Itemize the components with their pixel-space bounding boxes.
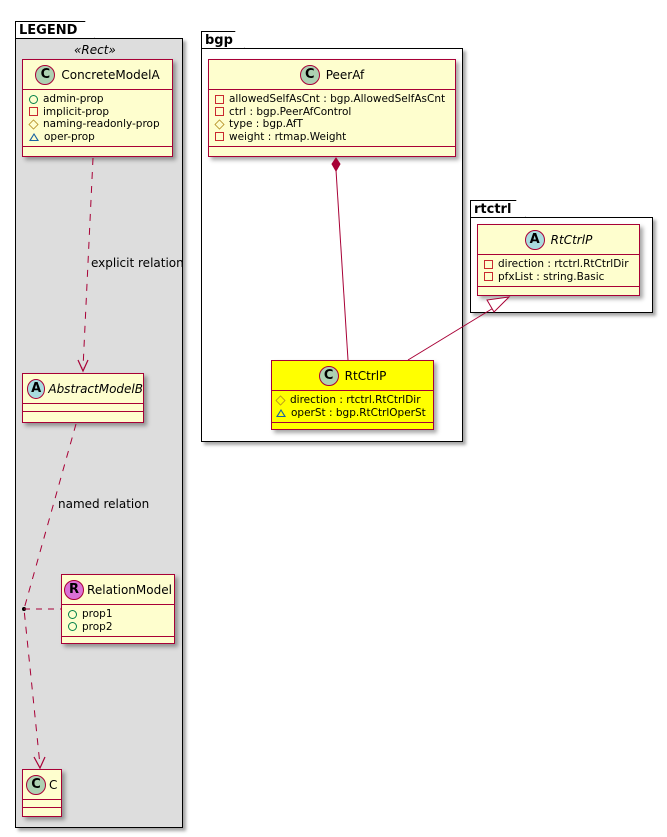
class-c-icon: C (299, 64, 320, 85)
public-icon (29, 94, 38, 104)
composition-line (335, 169, 349, 361)
attribute: direction : rtctrl.RtCtrlDir (275, 394, 427, 407)
attribute: weight : rtmap.Weight (215, 131, 449, 144)
public-icon (68, 622, 77, 632)
attribute-list: direction : rtctrl.RtCtrlDir pfxList : s… (478, 255, 639, 287)
legend-stereotype: «Rect» (74, 43, 116, 57)
class-name: ConcreteModelA (61, 67, 160, 82)
explicit-relation-label: explicit relation (91, 256, 184, 270)
class-header: A AbstractModelB (23, 374, 143, 404)
public-icon (68, 609, 77, 619)
class-name: PeerAf (325, 67, 365, 82)
attribute: operSt : bgp.RtCtrlOperSt (276, 407, 427, 420)
class-c-icon: C (35, 64, 56, 85)
attribute-list: prop1 prop2 (62, 605, 174, 637)
attribute-list (23, 800, 61, 808)
class-name: C (49, 777, 58, 792)
private-icon (484, 259, 493, 269)
private-icon (29, 107, 38, 117)
class-header: A RtCtrlP (478, 225, 639, 255)
bgp-package-tab: bgp (201, 31, 245, 49)
attribute: allowedSelfAsCnt : bgp.AllowedSelfAsCnt (215, 93, 449, 106)
attribute: oper-prop (29, 131, 166, 144)
private-icon (215, 132, 224, 142)
class-c-icon: C (26, 774, 46, 795)
arrowhead-icon (33, 756, 46, 770)
attribute: prop1 (68, 608, 168, 621)
attribute-list (23, 404, 143, 412)
inheritance-triangle-icon (486, 296, 511, 313)
attribute: implicit-prop (29, 106, 166, 119)
class-peeraf[interactable]: C PeerAf allowedSelfAsCnt : bgp.AllowedS… (208, 59, 456, 157)
private-icon (215, 107, 224, 117)
class-bgp-rtctrlp[interactable]: C RtCtrlP direction : rtctrl.RtCtrlDir o… (271, 360, 434, 430)
legend-package-tab: LEGEND (15, 21, 95, 39)
package-icon (29, 132, 39, 141)
abstract-a-icon: A (27, 378, 46, 399)
class-header: C PeerAf (209, 60, 455, 90)
named-relation-label: named relation (58, 497, 150, 511)
attribute-list: direction : rtctrl.RtCtrlDir operSt : bg… (272, 391, 433, 423)
legend-package (15, 38, 183, 828)
class-c[interactable]: C C (22, 769, 62, 817)
attribute: ctrl : bgp.PeerAfControl (215, 106, 449, 119)
class-name: RtCtrlP (550, 232, 593, 247)
class-name: RtCtrlP (344, 368, 387, 383)
arrowhead-icon (77, 359, 89, 373)
class-rtctrl-rtctrlp[interactable]: A RtCtrlP direction : rtctrl.RtCtrlDir p… (477, 224, 640, 296)
class-name: AbstractModelB (48, 381, 143, 396)
named-relation-line (23, 423, 77, 766)
composition-diamond-icon (331, 157, 341, 173)
class-concrete-model-a[interactable]: C ConcreteModelA admin-prop implicit-pro… (22, 59, 173, 157)
rtctrl-package-tab: rtctrl (470, 200, 526, 218)
class-name: RelationModel (87, 582, 172, 597)
class-c-icon: C (318, 365, 339, 386)
class-header: R RelationModel (62, 575, 174, 605)
attribute: admin-prop (29, 93, 166, 106)
attribute: pfxList : string.Basic (484, 271, 633, 284)
relation-r-icon: R (64, 579, 85, 600)
private-icon (484, 272, 493, 282)
private-icon (215, 94, 224, 104)
attribute: type : bgp.AfT (214, 118, 449, 131)
attribute: prop2 (68, 621, 168, 634)
inheritance-line (407, 306, 496, 361)
attribute-list: admin-prop implicit-prop naming-readonly… (23, 90, 172, 147)
class-header: C ConcreteModelA (23, 60, 172, 90)
attribute-list: allowedSelfAsCnt : bgp.AllowedSelfAsCnt … (209, 90, 455, 147)
attribute: direction : rtctrl.RtCtrlDir (484, 258, 633, 271)
attribute: naming-readonly-prop (28, 118, 166, 131)
class-header: C RtCtrlP (272, 361, 433, 391)
package-icon (276, 408, 286, 417)
class-abstract-model-b[interactable]: A AbstractModelB (22, 373, 144, 423)
class-header: C C (23, 770, 61, 800)
abstract-a-icon: A (524, 229, 545, 250)
class-relation-model[interactable]: R RelationModel prop1 prop2 (61, 574, 175, 644)
